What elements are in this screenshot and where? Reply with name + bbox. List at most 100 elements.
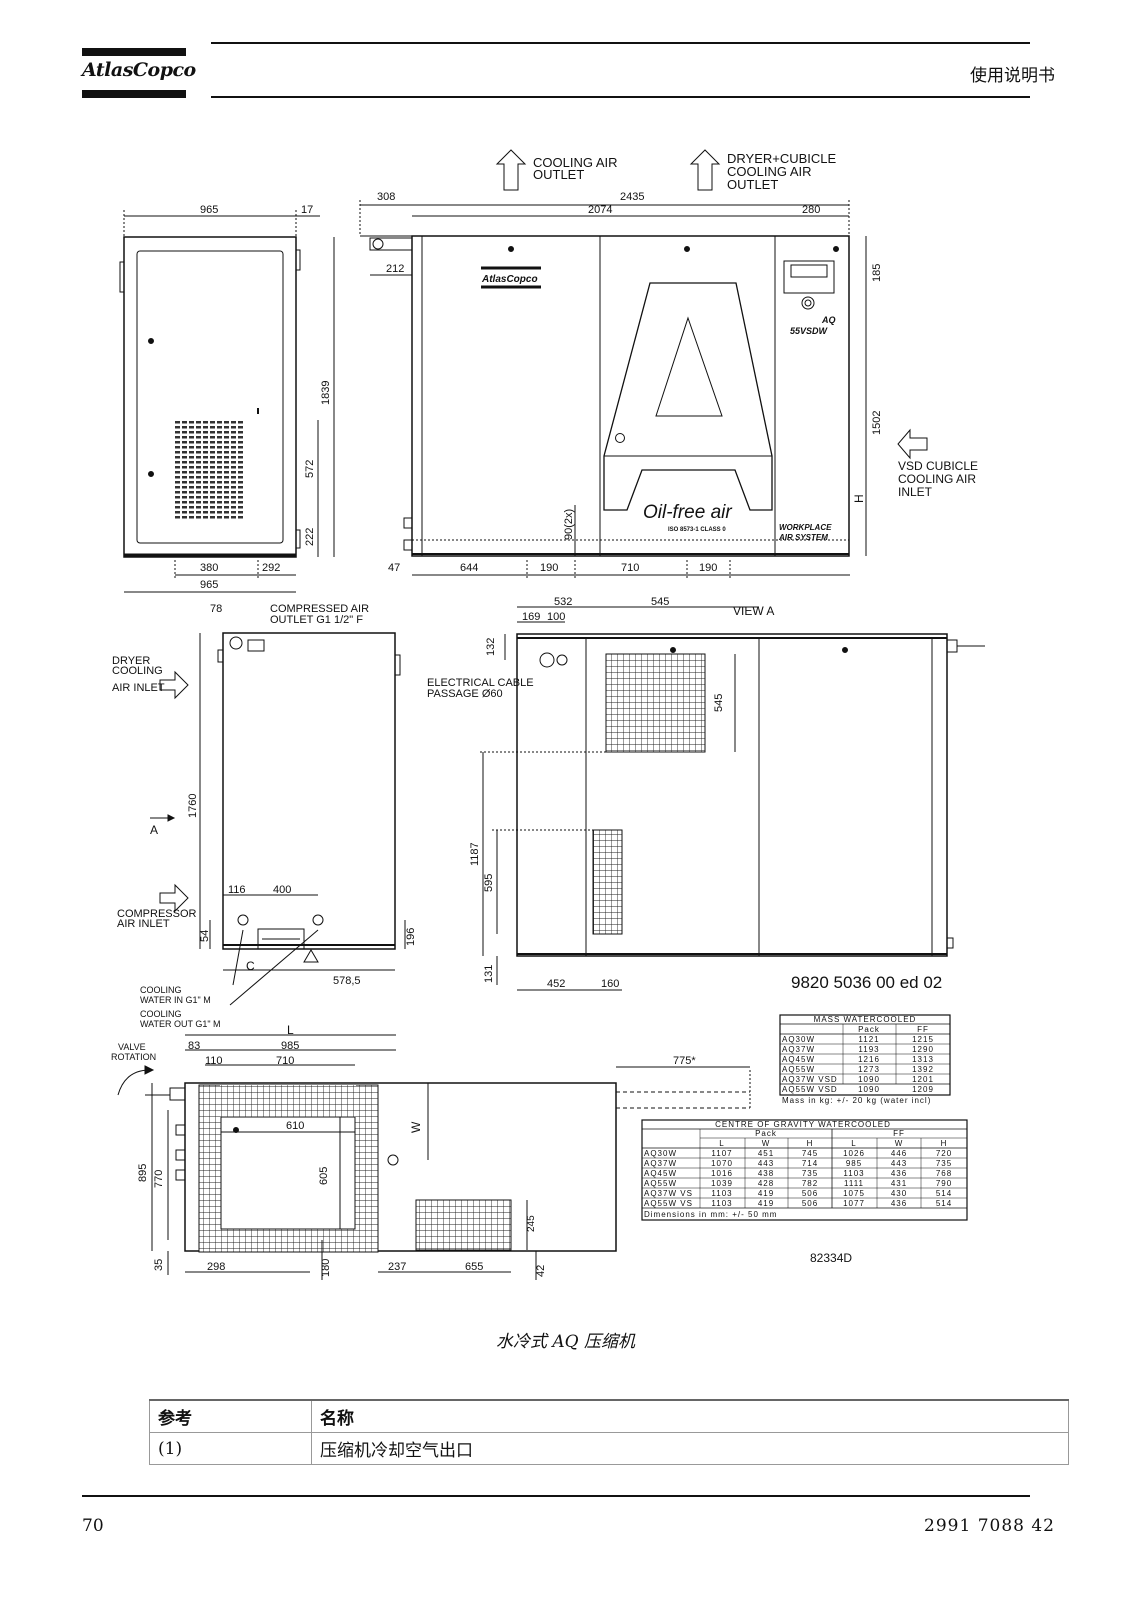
svg-text:1016: 1016 bbox=[711, 1169, 733, 1178]
drawing-labels: COOLING AIR OUTLET DRYER+CUBICLE COOLING… bbox=[111, 151, 978, 1277]
svg-text:1103: 1103 bbox=[711, 1189, 732, 1198]
table-header-row: 参考 名称 bbox=[149, 1399, 1069, 1433]
svg-text:Dimensions in mm: +/- 50 mm: Dimensions in mm: +/- 50 mm bbox=[644, 1210, 777, 1219]
svg-text:436: 436 bbox=[891, 1199, 907, 1208]
svg-text:710: 710 bbox=[276, 1055, 294, 1067]
svg-text:222: 222 bbox=[304, 528, 316, 546]
svg-text:110: 110 bbox=[205, 1055, 223, 1067]
cell-name: 压缩机冷却空气出口 bbox=[311, 1432, 1069, 1465]
svg-text:1760: 1760 bbox=[187, 794, 199, 818]
svg-text:MASS WATERCOOLED: MASS WATERCOOLED bbox=[814, 1015, 917, 1024]
svg-text:AQ55W VSD: AQ55W VSD bbox=[782, 1085, 838, 1094]
svg-text:438: 438 bbox=[758, 1169, 774, 1178]
svg-text:1215: 1215 bbox=[912, 1035, 934, 1044]
cog-row: AQ55W 1039 428 782 1111 431 790 bbox=[644, 1179, 952, 1188]
front-view bbox=[359, 149, 928, 580]
document-number: 2991 7088 42 bbox=[924, 1516, 1055, 1536]
footer-rule bbox=[82, 1495, 1030, 1497]
atlas-copco-logo: AtlasCopco bbox=[82, 48, 196, 98]
svg-text:AQ45W: AQ45W bbox=[644, 1169, 677, 1178]
svg-text:Oil-free air: Oil-free air bbox=[643, 502, 732, 523]
svg-text:1290: 1290 bbox=[912, 1045, 934, 1054]
svg-text:428: 428 bbox=[758, 1179, 774, 1188]
svg-text:443: 443 bbox=[891, 1159, 907, 1168]
svg-text:160: 160 bbox=[601, 978, 619, 990]
svg-text:H: H bbox=[852, 494, 866, 503]
svg-text:ISO 8573-1 CLASS 0: ISO 8573-1 CLASS 0 bbox=[668, 527, 726, 533]
svg-text:COMPRESSED AIR: COMPRESSED AIR bbox=[270, 603, 369, 615]
svg-text:1103: 1103 bbox=[711, 1199, 732, 1208]
svg-text:1392: 1392 bbox=[912, 1065, 934, 1074]
svg-text:Mass in kg: +/- 20 kg (water i: Mass in kg: +/- 20 kg (water incl) bbox=[782, 1096, 931, 1105]
svg-text:1090: 1090 bbox=[858, 1085, 880, 1094]
svg-text:595: 595 bbox=[483, 874, 495, 892]
svg-text:78: 78 bbox=[210, 603, 222, 615]
svg-text:1039: 1039 bbox=[711, 1179, 733, 1188]
header-name: 名称 bbox=[311, 1399, 1069, 1433]
svg-text:1111: 1111 bbox=[844, 1179, 864, 1188]
header-rule-top bbox=[211, 42, 1030, 44]
svg-text:245: 245 bbox=[526, 1215, 537, 1232]
svg-text:L: L bbox=[719, 1139, 724, 1148]
cog-row: AQ37W 1070 443 714 985 443 735 bbox=[644, 1159, 951, 1168]
svg-text:452: 452 bbox=[547, 978, 565, 990]
svg-text:1313: 1313 bbox=[912, 1055, 934, 1064]
svg-text:644: 644 bbox=[460, 562, 478, 574]
mass-table: MASS WATERCOOLED Pack FF AQ30W 1121 1215… bbox=[779, 1014, 951, 1105]
svg-text:1216: 1216 bbox=[858, 1055, 880, 1064]
svg-text:1201: 1201 bbox=[912, 1075, 934, 1084]
svg-text:A: A bbox=[150, 823, 158, 837]
svg-text:1121: 1121 bbox=[858, 1035, 879, 1044]
svg-text:WATER IN G1" M: WATER IN G1" M bbox=[140, 995, 211, 1005]
svg-text:308: 308 bbox=[377, 191, 395, 203]
svg-text:1107: 1107 bbox=[711, 1149, 732, 1158]
svg-text:655: 655 bbox=[465, 1261, 483, 1273]
svg-text:COOLING: COOLING bbox=[140, 985, 182, 995]
svg-text:735: 735 bbox=[802, 1169, 818, 1178]
svg-text:1839: 1839 bbox=[320, 381, 332, 405]
svg-text:AQ37W: AQ37W bbox=[782, 1045, 815, 1054]
svg-text:9820 5036 00 ed 02: 9820 5036 00 ed 02 bbox=[791, 973, 942, 992]
svg-text:COOLING: COOLING bbox=[140, 1009, 182, 1019]
svg-text:L: L bbox=[287, 1023, 294, 1037]
cog-row: AQ37W VS 1103 419 506 1075 430 514 bbox=[644, 1189, 951, 1198]
svg-text:AQ30W: AQ30W bbox=[644, 1149, 677, 1158]
svg-text:VALVE: VALVE bbox=[118, 1042, 146, 1052]
svg-text:1193: 1193 bbox=[858, 1045, 879, 1054]
svg-text:545: 545 bbox=[651, 596, 669, 608]
svg-text:AQ: AQ bbox=[821, 315, 836, 325]
reference-table: 参考 名称 (1) 压缩机冷却空气出口 bbox=[149, 1399, 1069, 1465]
svg-text:ELECTRICAL CABLE: ELECTRICAL CABLE bbox=[427, 677, 534, 689]
svg-text:35: 35 bbox=[153, 1259, 165, 1271]
svg-text:532: 532 bbox=[554, 596, 572, 608]
svg-text:PASSAGE Ø60: PASSAGE Ø60 bbox=[427, 688, 503, 700]
cog-row: AQ30W 1107 451 745 1026 446 720 bbox=[644, 1149, 951, 1158]
svg-text:AIR INLET: AIR INLET bbox=[112, 682, 165, 694]
svg-text:196: 196 bbox=[405, 928, 417, 946]
svg-text:506: 506 bbox=[802, 1189, 818, 1198]
svg-text:451: 451 bbox=[758, 1149, 774, 1158]
svg-text:1273: 1273 bbox=[858, 1065, 880, 1074]
svg-text:1502: 1502 bbox=[871, 411, 883, 435]
svg-text:116: 116 bbox=[228, 884, 246, 896]
side-view-middle bbox=[150, 632, 406, 1006]
svg-text:237: 237 bbox=[388, 1261, 406, 1273]
svg-text:605: 605 bbox=[318, 1167, 330, 1185]
svg-text:COMPRESSOR: COMPRESSOR bbox=[117, 908, 197, 920]
figure-caption: 水冷式 AQ 压缩机 bbox=[495, 1332, 636, 1352]
header-rule-bottom bbox=[211, 96, 1030, 98]
svg-text:OUTLET: OUTLET bbox=[727, 177, 778, 192]
svg-text:790: 790 bbox=[936, 1179, 952, 1188]
svg-text:131: 131 bbox=[483, 965, 495, 983]
svg-text:WORKPLACE: WORKPLACE bbox=[779, 523, 832, 532]
svg-text:895: 895 bbox=[137, 1164, 149, 1182]
svg-text:AtlasCopco: AtlasCopco bbox=[481, 274, 538, 285]
svg-text:AQ37W VS: AQ37W VS bbox=[644, 1189, 693, 1198]
svg-text:AQ45W: AQ45W bbox=[782, 1055, 815, 1064]
svg-text:OUTLET: OUTLET bbox=[533, 167, 584, 182]
svg-text:H: H bbox=[807, 1139, 814, 1148]
svg-text:W: W bbox=[895, 1139, 904, 1148]
svg-text:169: 169 bbox=[522, 611, 540, 623]
svg-text:1103: 1103 bbox=[843, 1169, 864, 1178]
